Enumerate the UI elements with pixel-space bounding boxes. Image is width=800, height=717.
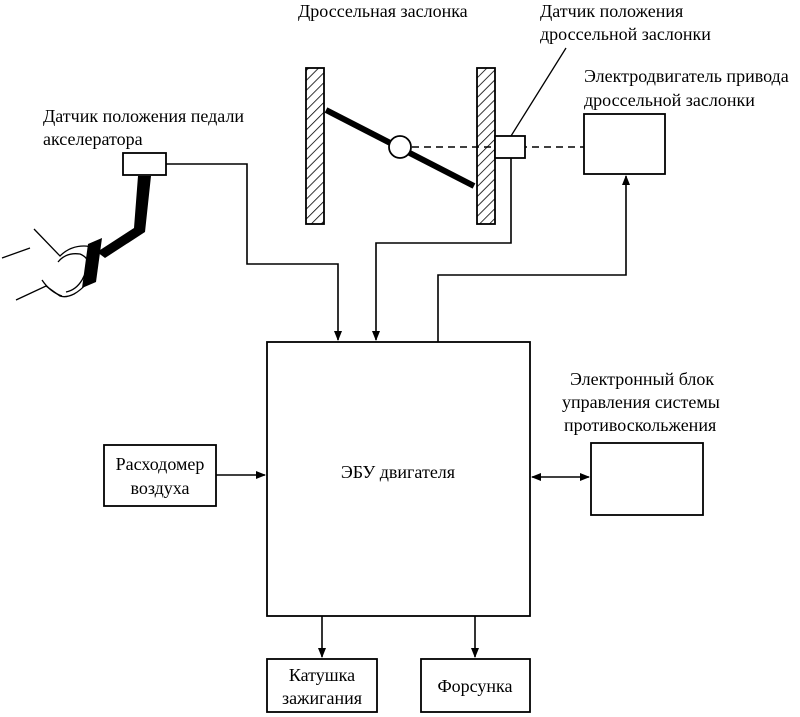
- traction-control-box: [590, 442, 704, 516]
- tps-label-line2: дроссельной заслонки: [540, 24, 711, 44]
- motor-label-line2: дроссельной заслонки: [584, 90, 755, 110]
- air-flow-meter-box: [103, 444, 217, 507]
- throttle-shaft: [388, 135, 412, 159]
- tps-leader-line: [510, 47, 567, 137]
- maf-label-line1: Расходомер: [116, 454, 205, 474]
- wire-tps-to-ecu: [372, 158, 512, 341]
- shoe-sole: [57, 253, 89, 293]
- wire-ecu-to-motor: [437, 175, 630, 342]
- wire-pedal-to-ecu: [166, 163, 342, 341]
- pedal-label-line1: Датчик положения педали: [43, 106, 244, 126]
- coil-label-line2: зажигания: [282, 688, 362, 708]
- pedal-position-sensor: [122, 152, 167, 176]
- maf-label-line2: воздуха: [130, 478, 189, 498]
- shoe-heel: [41, 279, 63, 297]
- throttle-valve-label: Дроссельная заслонка: [298, 1, 468, 21]
- throttle-position-sensor: [494, 135, 526, 159]
- ecu-label: ЭБУ двигателя: [341, 462, 455, 482]
- abs-label-line2: управления системы: [562, 392, 720, 412]
- motor-label-line1: Электродвигатель привода: [584, 66, 789, 86]
- pedal-pad: [82, 238, 102, 288]
- ecu-box: [266, 341, 531, 617]
- tps-label-line1: Датчик положения: [540, 1, 683, 21]
- abs-label-line1: Электронный блок: [570, 369, 714, 389]
- throttle-motor-box: [583, 113, 666, 175]
- injector-label: Форсунка: [437, 676, 512, 696]
- abs-label-line3: противоскольжения: [564, 415, 716, 435]
- coil-label-line1: Катушка: [289, 665, 355, 685]
- throttle-wall-left: [305, 67, 325, 225]
- foot-shoe-icon: [1, 228, 97, 301]
- pedal-label-line2: акселератора: [43, 129, 143, 149]
- throttle-wall-right: [476, 67, 496, 225]
- pedal-lever: [97, 176, 151, 258]
- ignition-coil-box: [266, 658, 378, 713]
- injector-box: [420, 658, 531, 713]
